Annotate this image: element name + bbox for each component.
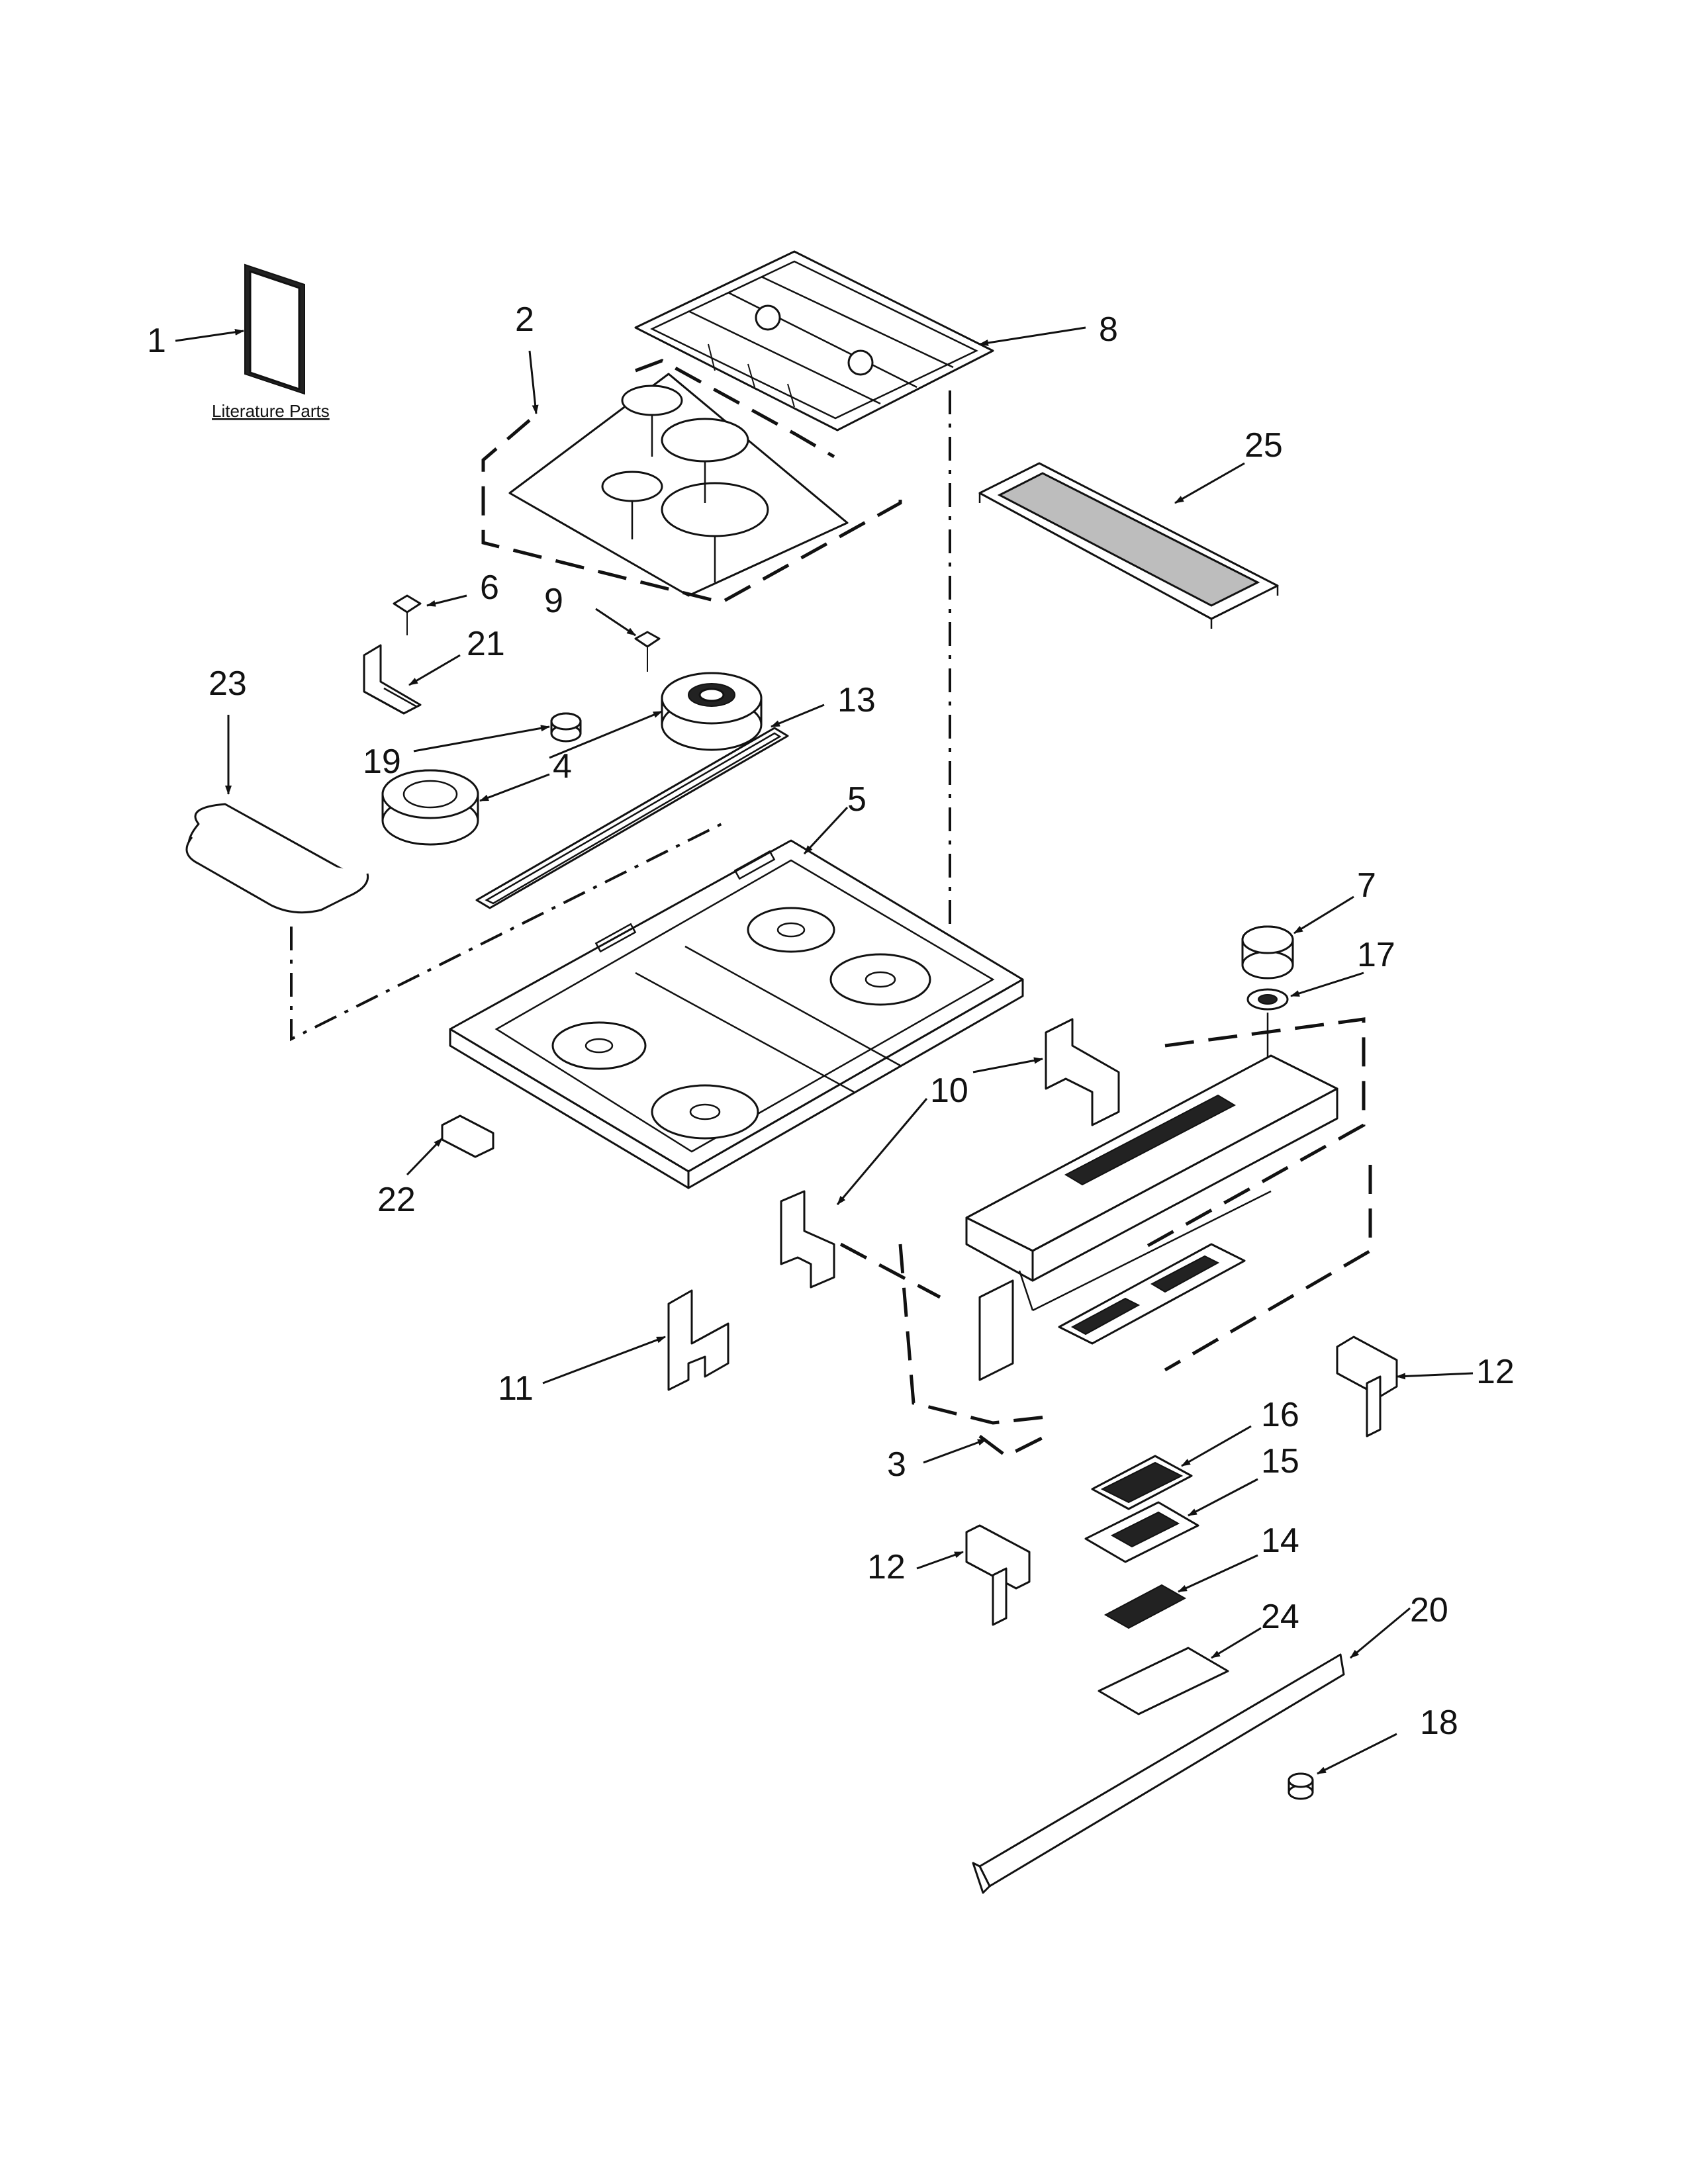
part-clip-18[interactable] [1288,1772,1314,1800]
leader-4a [549,710,663,759]
leader-4b [479,773,550,802]
part-burner-overlay[interactable] [508,373,849,597]
leader-15 [1188,1478,1258,1517]
leader-14 [1178,1554,1258,1593]
callout-16: 16 [1261,1396,1299,1434]
part-bracket-11[interactable] [667,1289,729,1391]
leader-21 [408,654,461,686]
part-control-panel-3[interactable] [965,1054,1338,1381]
callout-7: 7 [1357,866,1376,905]
part-plate-24[interactable] [1098,1647,1229,1715]
callout-15: 15 [1261,1442,1299,1480]
callout-6: 6 [480,569,499,607]
bracket-part-2-top [635,359,835,459]
bracket-part-3-right [1164,1165,1372,1372]
callout-11: 11 [498,1369,534,1408]
part-burner-grate[interactable] [634,250,994,432]
leader-25 [1174,462,1245,504]
leader-19 [413,725,550,752]
leader-17 [1290,972,1364,997]
part-bracket-10-lower[interactable] [780,1190,835,1289]
part-switch-12-right[interactable] [1336,1336,1398,1437]
leader-9 [595,608,636,637]
part-screw-9[interactable] [634,631,661,672]
leader-1 [175,328,244,342]
leader-13 [771,704,825,728]
leader-8 [979,326,1086,346]
bracket-part-3-mid [839,1242,941,1299]
callout-18: 18 [1420,1704,1458,1742]
leader-2 [528,350,539,414]
part-bracket-21[interactable] [363,644,422,715]
callout-24: 24 [1261,1598,1299,1636]
part-literature-booklet[interactable] [244,263,305,395]
callout-23: 23 [209,664,247,703]
callout-17: 17 [1357,936,1395,974]
callout-2: 2 [515,300,534,339]
part-trim-strip-13[interactable] [475,727,789,909]
leader-16 [1181,1425,1252,1467]
leader-6 [426,594,467,607]
callout-14: 14 [1261,1522,1299,1560]
part-switch-12-left[interactable] [965,1524,1031,1626]
bracket-part-3-top [1137,1017,1366,1253]
leader-7 [1293,895,1354,934]
callout-5: 5 [847,780,867,819]
callout-8: 8 [1099,310,1118,349]
leader-5 [803,806,849,855]
leader-18 [1317,1733,1397,1775]
literature-parts-caption: Literature Parts [212,401,330,421]
bracket-part-3-left [898,1244,1053,1425]
part-display-board-14[interactable] [1103,1584,1187,1629]
callout-9: 9 [544,582,563,620]
callout-3: 3 [887,1445,906,1484]
callout-20: 20 [1410,1591,1448,1629]
bracket-part-2 [481,419,902,604]
callout-4: 4 [553,747,572,786]
leader-12b [916,1551,964,1570]
centerline-23 [290,823,722,1042]
part-grill-cover-23[interactable] [185,803,369,914]
part-bracket-10-upper[interactable] [1045,1018,1120,1126]
callout-25: 25 [1244,426,1283,465]
leader-22 [406,1137,444,1176]
part-griddle-tray[interactable] [978,462,1279,629]
leader-11 [542,1336,666,1385]
bracket-part-3-bottom [978,1431,1054,1458]
part-display-housing-15[interactable] [1084,1501,1199,1563]
callout-19: 19 [363,743,401,781]
leader-10a [972,1057,1043,1073]
callout-21: 21 [467,625,505,663]
part-knob-7[interactable] [1241,925,1294,979]
part-cooktop-tray-5[interactable] [449,839,1024,1189]
leader-12a [1396,1372,1474,1380]
callout-13: 13 [837,681,876,719]
part-long-trim-20[interactable] [972,1653,1345,1894]
leader-24 [1211,1627,1262,1659]
callout-12-right: 12 [1476,1353,1515,1391]
part-bracket-22[interactable] [441,1115,494,1158]
callout-1: 1 [147,322,166,360]
callout-22: 22 [377,1181,416,1219]
part-knob-bezel-17[interactable] [1246,988,1289,1011]
part-screw-6[interactable] [393,594,422,635]
leader-3 [923,1438,987,1464]
callout-12-left: 12 [867,1548,906,1586]
callout-10: 10 [930,1071,968,1110]
part-burner-base-lower[interactable] [381,769,479,846]
part-lens-16[interactable] [1091,1455,1193,1510]
leader-10b [836,1098,928,1205]
leader-20 [1350,1607,1411,1659]
part-cap-19[interactable] [550,712,582,743]
part-burner-base-upper[interactable] [661,672,763,751]
